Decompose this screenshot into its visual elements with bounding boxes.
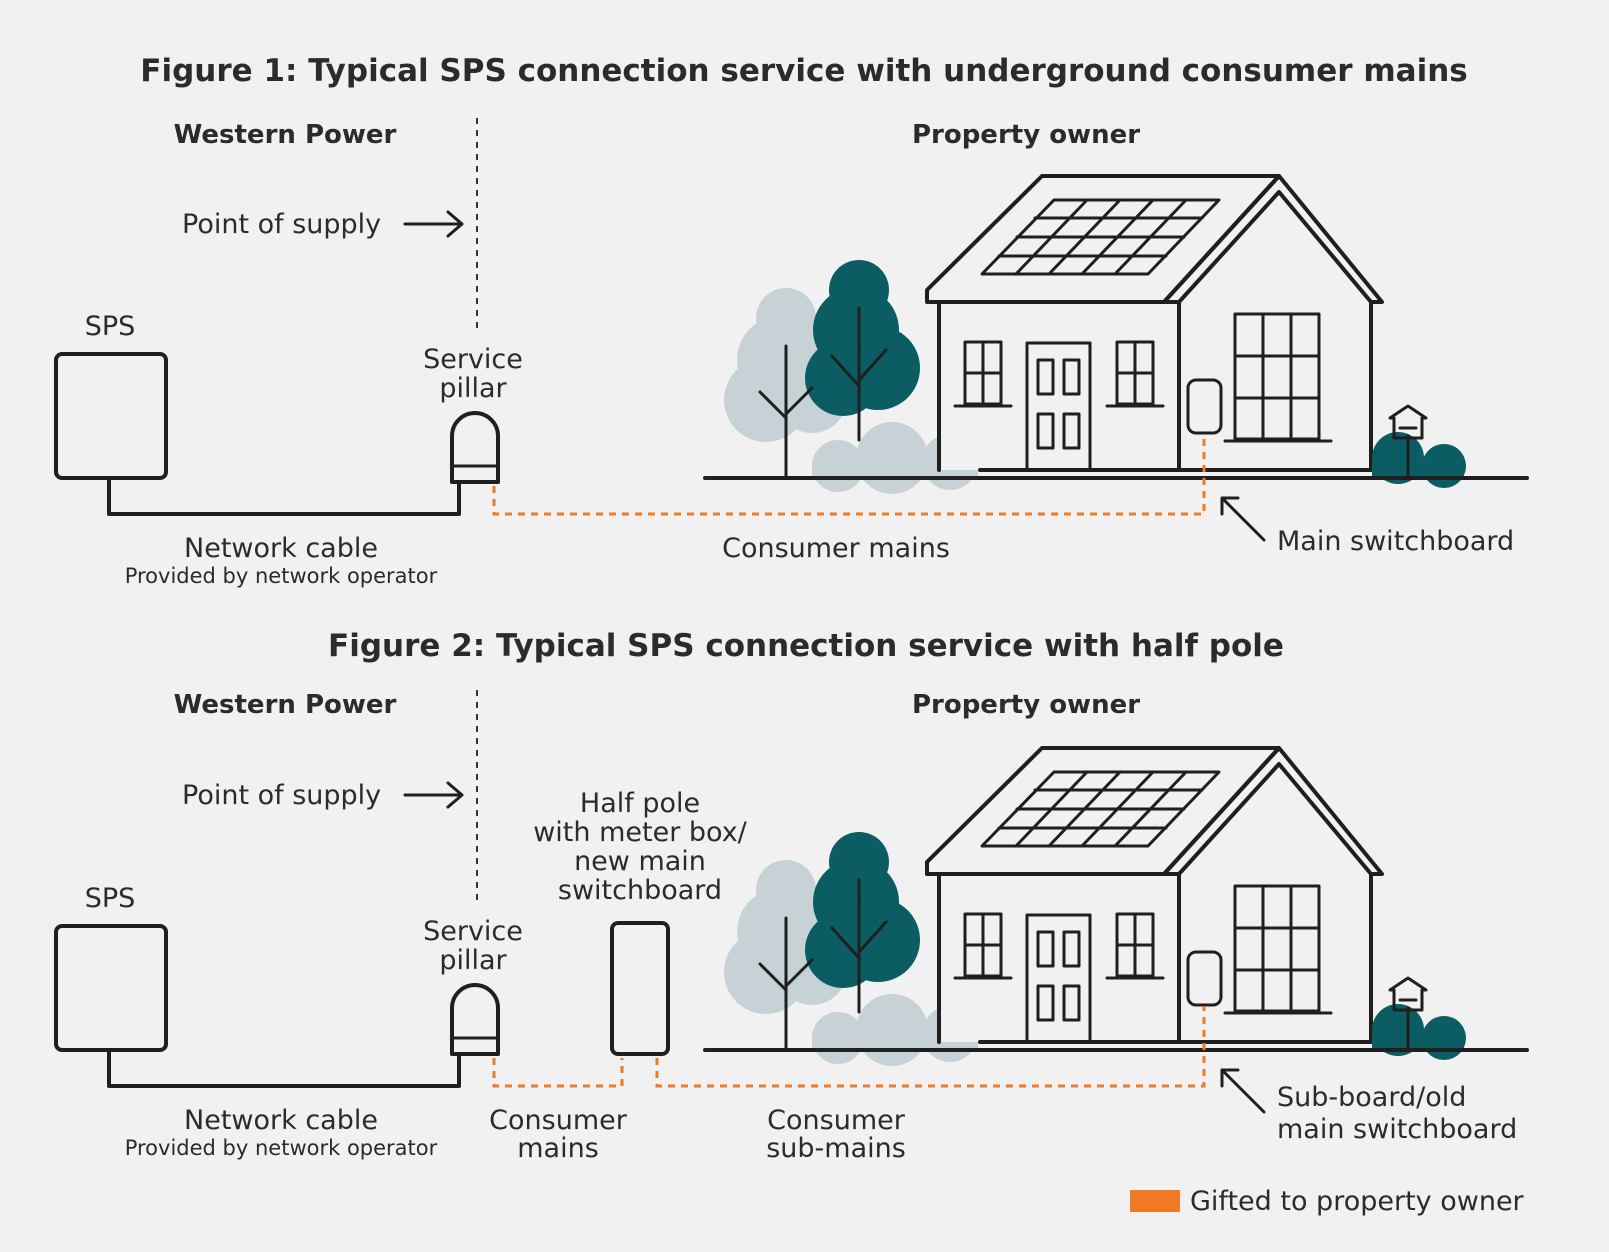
service-pillar-label-line2: pillar: [439, 373, 507, 404]
half-pole-label-line3: new main: [574, 846, 706, 877]
property-owner-heading: Property owner: [912, 690, 1140, 720]
consumer-mains-line: [492, 434, 1206, 516]
consumer-sub-mains-line: [655, 1006, 1206, 1088]
switchboard-pointer-arrow-icon: [1220, 1068, 1266, 1114]
network-cable-line: [107, 476, 461, 516]
consumer-mains-line: [492, 1058, 624, 1088]
service-pillar-icon: [450, 411, 500, 484]
legend: Gifted to property owner: [1130, 1186, 1525, 1217]
network-cable-label: Network cable: [184, 1105, 378, 1136]
property-owner-heading: Property owner: [912, 120, 1140, 150]
consumer-mains-label-line2: mains: [517, 1133, 599, 1164]
consumer-mains-label: Consumer mains: [722, 533, 950, 564]
consumer-sub-mains-label-line1: Consumer: [767, 1105, 906, 1136]
sub-board-label-line2: main switchboard: [1277, 1114, 1517, 1145]
figure-1: Figure 1: Typical SPS connection service…: [54, 53, 1529, 588]
switchboard-pointer-arrow-icon: [1220, 496, 1266, 542]
half-pole-label-line2: with meter box/: [533, 817, 747, 848]
network-cable-line: [107, 1048, 461, 1088]
house-scene: [703, 746, 1529, 1068]
house-scene: [703, 174, 1529, 496]
network-cable-sublabel: Provided by network operator: [125, 1136, 438, 1160]
service-pillar-label-line2: pillar: [439, 945, 507, 976]
sps-label: SPS: [85, 311, 136, 342]
sps-unit: [54, 352, 168, 480]
legend-gifted-label: Gifted to property owner: [1190, 1186, 1525, 1217]
figure-2-title: Figure 2: Typical SPS connection service…: [328, 628, 1284, 664]
point-of-supply-arrow-icon: [403, 781, 464, 809]
figure-1-title: Figure 1: Typical SPS connection service…: [140, 53, 1467, 89]
figure-2: Figure 2: Typical SPS connection service…: [54, 628, 1529, 1164]
network-cable-sublabel: Provided by network operator: [125, 564, 438, 588]
half-pole-label-line1: Half pole: [580, 788, 700, 819]
sps-label: SPS: [85, 883, 136, 914]
sps-unit: [54, 924, 168, 1052]
half-pole-label-line4: switchboard: [558, 875, 722, 906]
point-of-supply-label: Point of supply: [182, 780, 381, 811]
service-pillar-label-line1: Service: [423, 916, 523, 947]
point-of-supply-label: Point of supply: [182, 209, 381, 240]
service-pillar-label-line1: Service: [423, 344, 523, 375]
western-power-heading: Western Power: [174, 120, 397, 150]
legend-orange-swatch: [1130, 1190, 1180, 1212]
sub-board-label-line1: Sub-board/old: [1277, 1082, 1466, 1113]
point-of-supply-arrow-icon: [403, 210, 464, 238]
network-cable-label: Network cable: [184, 533, 378, 564]
main-switchboard-label: Main switchboard: [1277, 526, 1514, 557]
consumer-sub-mains-label-line2: sub-mains: [766, 1133, 906, 1164]
western-power-heading: Western Power: [174, 690, 397, 720]
consumer-mains-label-line1: Consumer: [489, 1105, 628, 1136]
half-pole-meter-box: [610, 921, 670, 1056]
service-pillar-icon: [450, 983, 500, 1056]
